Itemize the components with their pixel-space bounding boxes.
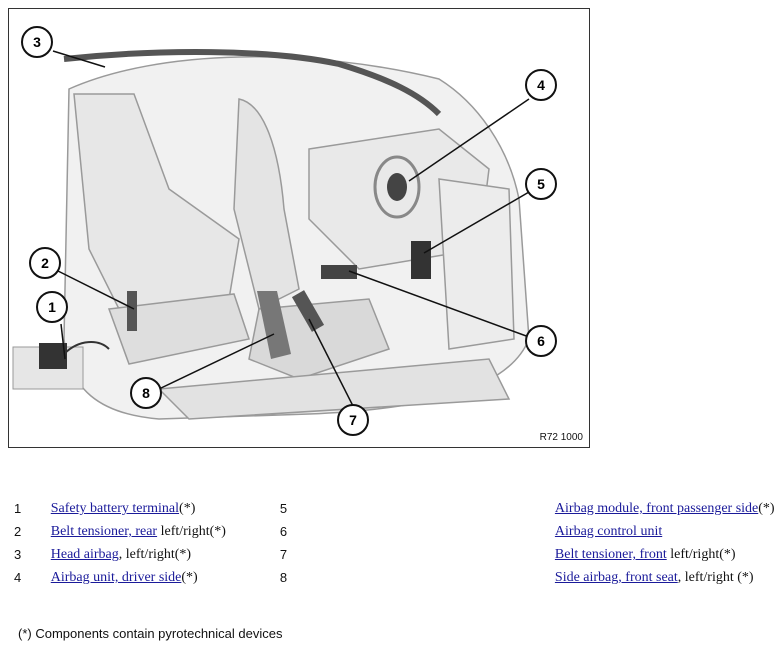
legend-number: 3 (14, 547, 22, 562)
footnote: (*) Components contain pyrotechnical dev… (18, 626, 283, 641)
callout-6: 6 (525, 325, 557, 357)
callout-2: 2 (29, 247, 61, 279)
svg-text:3: 3 (33, 34, 41, 50)
legend-number: 4 (14, 570, 22, 585)
callout-7: 7 (337, 404, 369, 436)
legend-row: 3 Head airbag, left/right(*) 7 Belt tens… (10, 546, 780, 569)
legend-item: Belt tensioner, rear left/right(*) (47, 523, 276, 546)
svg-text:4: 4 (537, 77, 545, 93)
svg-text:7: 7 (349, 412, 357, 428)
legend-item: Airbag control unit (551, 523, 780, 546)
svg-text:6: 6 (537, 333, 545, 349)
legend-suffix: left/right(*) (157, 524, 226, 539)
legend-item: Airbag unit, driver side(*) (47, 569, 276, 592)
callout-4: 4 (525, 69, 557, 101)
legend-suffix: (*) (181, 570, 198, 585)
legend-link-head-airbag[interactable]: Head airbag (50, 547, 119, 562)
legend-row: 4 Airbag unit, driver side(*) 8 Side air… (10, 569, 780, 592)
car-interior-drawing: 1 2 3 4 5 6 7 8 (12, 26, 557, 436)
legend-item: Belt tensioner, front left/right(*) (551, 546, 780, 569)
legend-item: Head airbag, left/right(*) (47, 546, 276, 569)
legend-link-side-airbag-front-seat[interactable]: Side airbag, front seat (554, 570, 678, 585)
figure-id: R72 1000 (539, 432, 583, 443)
legend-link-safety-battery-terminal[interactable]: Safety battery terminal (50, 501, 180, 516)
legend-number: 1 (14, 501, 22, 516)
callout-5: 5 (525, 168, 557, 200)
callout-1: 1 (36, 291, 68, 323)
legend-row: 1 Safety battery terminal(*) 5 Airbag mo… (10, 500, 780, 523)
legend-item: Safety battery terminal(*) (47, 500, 276, 523)
legend-number: 2 (14, 524, 22, 539)
legend-suffix: , left/right (*) (677, 570, 754, 585)
legend-suffix: , left/right(*) (118, 547, 192, 562)
legend-number: 5 (279, 501, 288, 516)
diagram-figure: 1 2 3 4 5 6 7 8 R72 1000 (8, 8, 590, 448)
svg-text:1: 1 (48, 299, 56, 315)
legend-link-airbag-module-front-passenger[interactable]: Airbag module, front passenger side (554, 501, 759, 516)
svg-text:8: 8 (142, 385, 150, 401)
legend-table: 1 Safety battery terminal(*) 5 Airbag mo… (10, 500, 780, 592)
legend-item: Side airbag, front seat, left/right (*) (551, 569, 780, 592)
legend-item: Airbag module, front passenger side(*) (551, 500, 780, 523)
legend-suffix: (*) (179, 501, 196, 516)
legend-link-airbag-unit-driver-side[interactable]: Airbag unit, driver side (50, 570, 182, 585)
legend-link-belt-tensioner-front[interactable]: Belt tensioner, front (554, 547, 667, 562)
legend-number: 7 (279, 547, 288, 562)
legend-suffix: (*) (758, 501, 775, 516)
legend-suffix: left/right(*) (666, 547, 736, 562)
svg-text:2: 2 (41, 255, 49, 271)
legend-number: 8 (279, 570, 288, 585)
callout-8: 8 (130, 377, 162, 409)
svg-text:5: 5 (537, 176, 545, 192)
callout-3: 3 (21, 26, 53, 58)
legend-row: 2 Belt tensioner, rear left/right(*) 6 A… (10, 523, 780, 546)
legend-number: 6 (279, 524, 288, 539)
legend-link-airbag-control-unit[interactable]: Airbag control unit (554, 524, 663, 539)
legend-link-belt-tensioner-rear[interactable]: Belt tensioner, rear (50, 524, 158, 539)
